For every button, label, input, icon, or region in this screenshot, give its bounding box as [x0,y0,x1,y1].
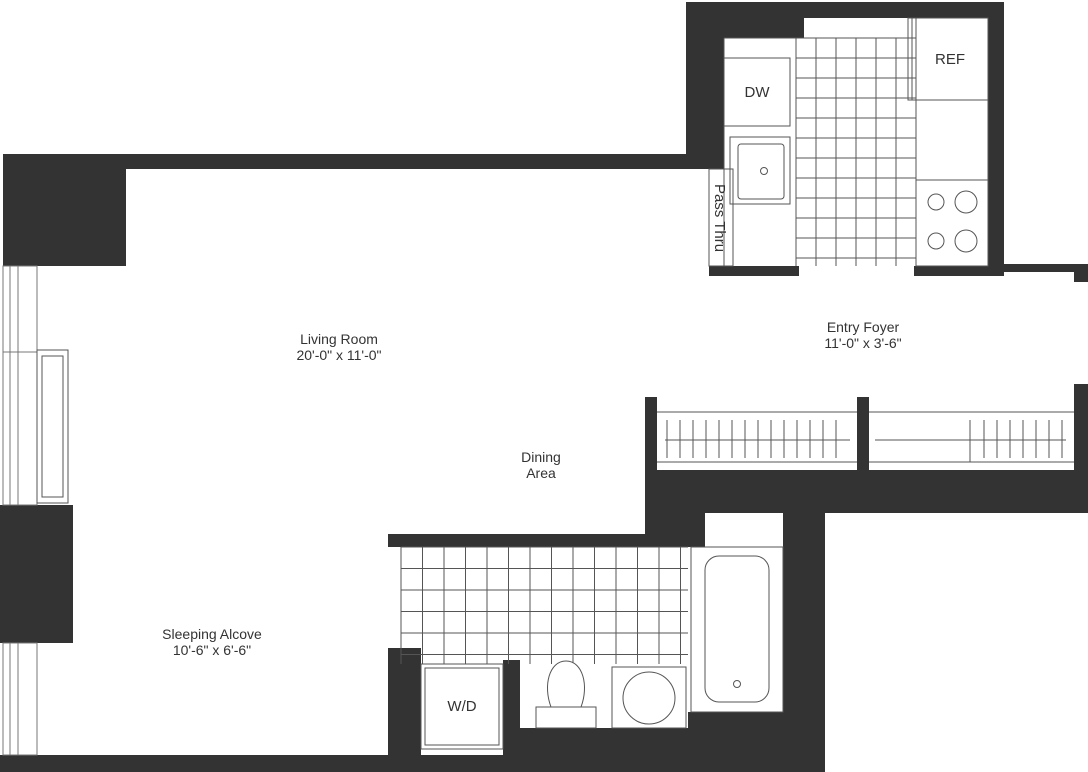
dishwasher [723,57,791,127]
sleeping-alcove-dims: 10'-6" x 6'-6" [173,642,251,658]
range [915,179,989,267]
wall-kitchen-top-notch [686,2,804,38]
wall-foyer-right-post [1074,384,1088,513]
fixture-labels: REF DW Pass Thru W/D [447,51,965,715]
window-upper [2,265,38,506]
closets [657,411,1074,463]
wall-bath-corner [688,712,825,772]
room-labels: Living Room 20'-0" x 11'-0" Entry Foyer … [162,319,901,658]
wall-closet-post-left [645,397,657,513]
dining-area-line2: Area [526,465,556,481]
sleeping-alcove-name: Sleeping Alcove [162,626,262,642]
wall-kitchen-right [988,2,1004,272]
wall-right-stub [1074,264,1088,282]
toilet [535,660,597,729]
pass-thru-counter [708,168,734,267]
tub-drain [733,680,741,688]
wd-label: W/D [447,698,476,715]
wall-kitchen-bottom-right [914,266,1004,276]
hangers [666,420,1063,458]
wall-bath-top-right [645,513,705,547]
burner-icon [927,232,945,250]
bathroom-sink [622,671,676,725]
wall-bath-top [388,534,688,547]
kitchen [708,17,989,267]
dw-label: DW [745,84,771,101]
burner-icon [954,190,978,214]
wall-block-left-mid [0,505,73,643]
bath-tile-floor [400,546,688,664]
living-room-name: Living Room [300,331,378,347]
kitchen-sink [729,136,791,205]
wall-kitchen-right-ext [988,264,1088,272]
wall-bath-left [388,648,421,772]
wall-closet-post-mid [857,397,869,513]
wall-kitchen-bottom-left [709,266,799,276]
burner-icon [954,229,978,253]
kitchen-tile-floor [795,37,917,266]
counter-right [915,99,989,181]
ref-label: REF [935,51,965,68]
windows [2,265,69,756]
burner-icon [927,193,945,211]
entry-foyer-name: Entry Foyer [827,319,900,335]
pass-thru-label: Pass Thru [711,184,728,252]
bathroom [400,546,784,750]
window-lower [2,642,38,756]
wall-top-living [3,154,703,169]
living-room-dims: 20'-0" x 11'-0" [296,347,381,363]
wall-block-top-left [3,154,126,266]
dining-area-line1: Dining [521,449,561,465]
entry-foyer-dims: 11'-0" x 3'-6" [824,335,901,351]
heating-unit [36,349,69,504]
